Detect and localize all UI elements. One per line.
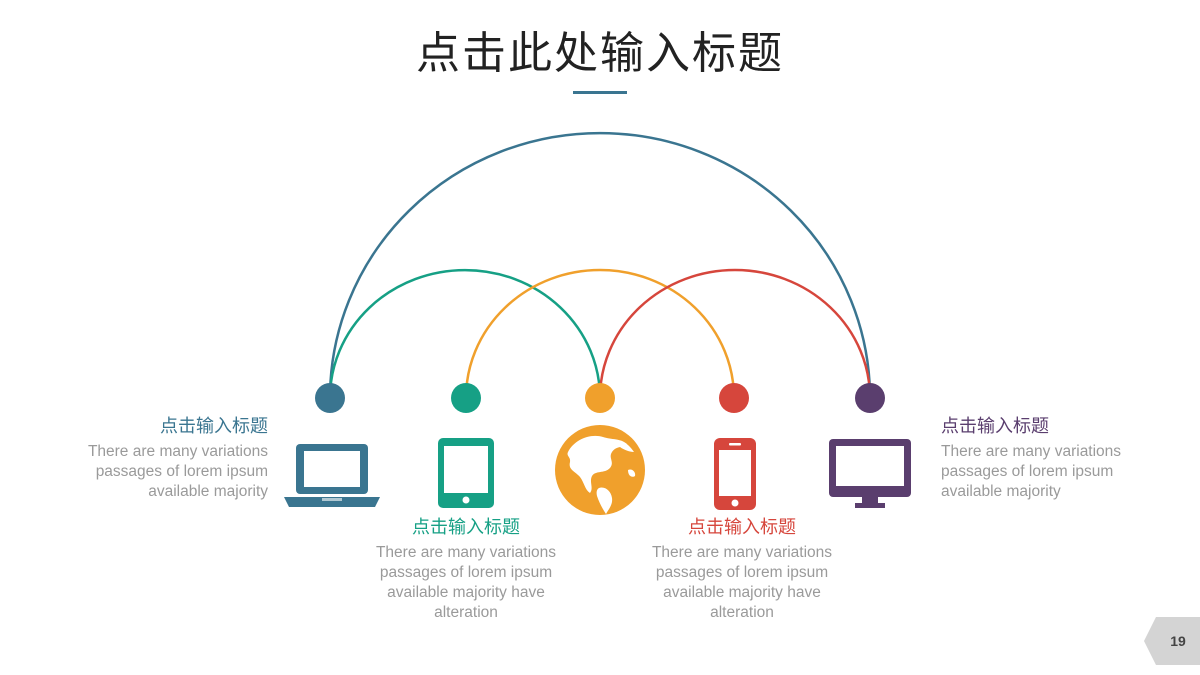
globe-icon [555,425,645,515]
text-block-monitor: 点击输入标题 There are many variations passage… [941,414,1161,502]
page-number-label: 19 [1170,633,1186,649]
block-heading: 点击输入标题 [688,517,796,538]
page-number: 19 [1144,617,1200,665]
block-body: There are many variations passages of lo… [87,443,268,500]
monitor-icon [829,439,911,508]
laptop-icon [284,444,380,507]
arc-laptop-globe [328,268,602,399]
block-body: There are many variations passages of lo… [651,544,833,621]
title-underline [573,91,627,94]
page-title: 点击此处输入标题 [416,28,784,79]
arc-globe-monitor [598,268,872,399]
block-body: There are many variations passages of lo… [941,443,1122,500]
block-heading: 点击输入标题 [941,416,1049,437]
node-dot-globe [585,383,615,413]
block-heading: 点击输入标题 [160,416,268,437]
node-dot-laptop [315,383,345,413]
page-number-tab [1144,617,1200,665]
arc-laptop-monitor [328,131,872,399]
text-block-tablet: 点击输入标题 There are many variations passage… [356,515,576,623]
block-body: There are many variations passages of lo… [375,544,557,621]
smartphone-icon [714,438,756,510]
node-dot-monitor [855,383,885,413]
text-block-phone: 点击输入标题 There are many variations passage… [632,515,852,623]
node-dot-tablet [451,383,481,413]
arc-tablet-phone [464,268,736,399]
text-block-laptop: 点击输入标题 There are many variations passage… [48,414,268,502]
block-heading: 点击输入标题 [412,517,520,538]
tablet-icon [438,438,494,508]
node-dot-phone [719,383,749,413]
